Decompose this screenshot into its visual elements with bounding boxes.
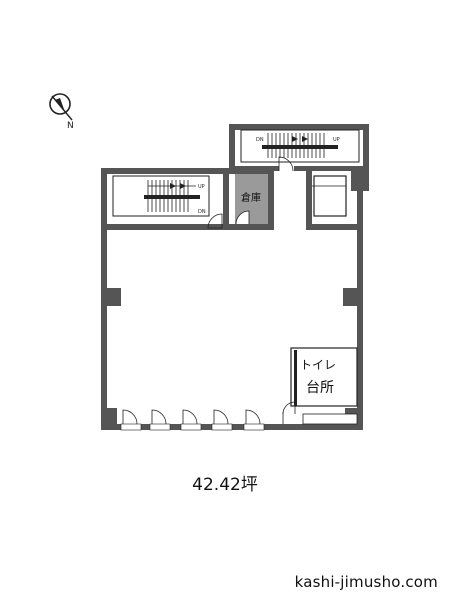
kitchen-label: 台所	[306, 380, 334, 396]
floor-area-label: 42.42坪	[192, 475, 258, 495]
front-doors	[120, 409, 284, 431]
toilet-label: トイレ	[300, 358, 336, 372]
storage-room-label: 倉庫	[241, 191, 261, 204]
storage-room: 倉庫	[235, 174, 268, 225]
website-url[interactable]: kashi-jimusho.com	[294, 573, 438, 591]
left-stair-up-label: UP	[198, 184, 205, 190]
north-compass-icon: N	[49, 93, 74, 131]
top-stair-down-label: DN	[256, 137, 264, 143]
left-stair-down-label: DN	[198, 209, 206, 215]
top-stair-up-label: UP	[333, 137, 340, 143]
toilet-kitchen-block: トイレ 台所	[282, 347, 358, 425]
compass-north-label: N	[67, 121, 74, 131]
top-staircase: DN UP	[240, 129, 360, 172]
left-staircase: UP DN	[112, 175, 223, 229]
elevator-shaft	[312, 175, 347, 217]
